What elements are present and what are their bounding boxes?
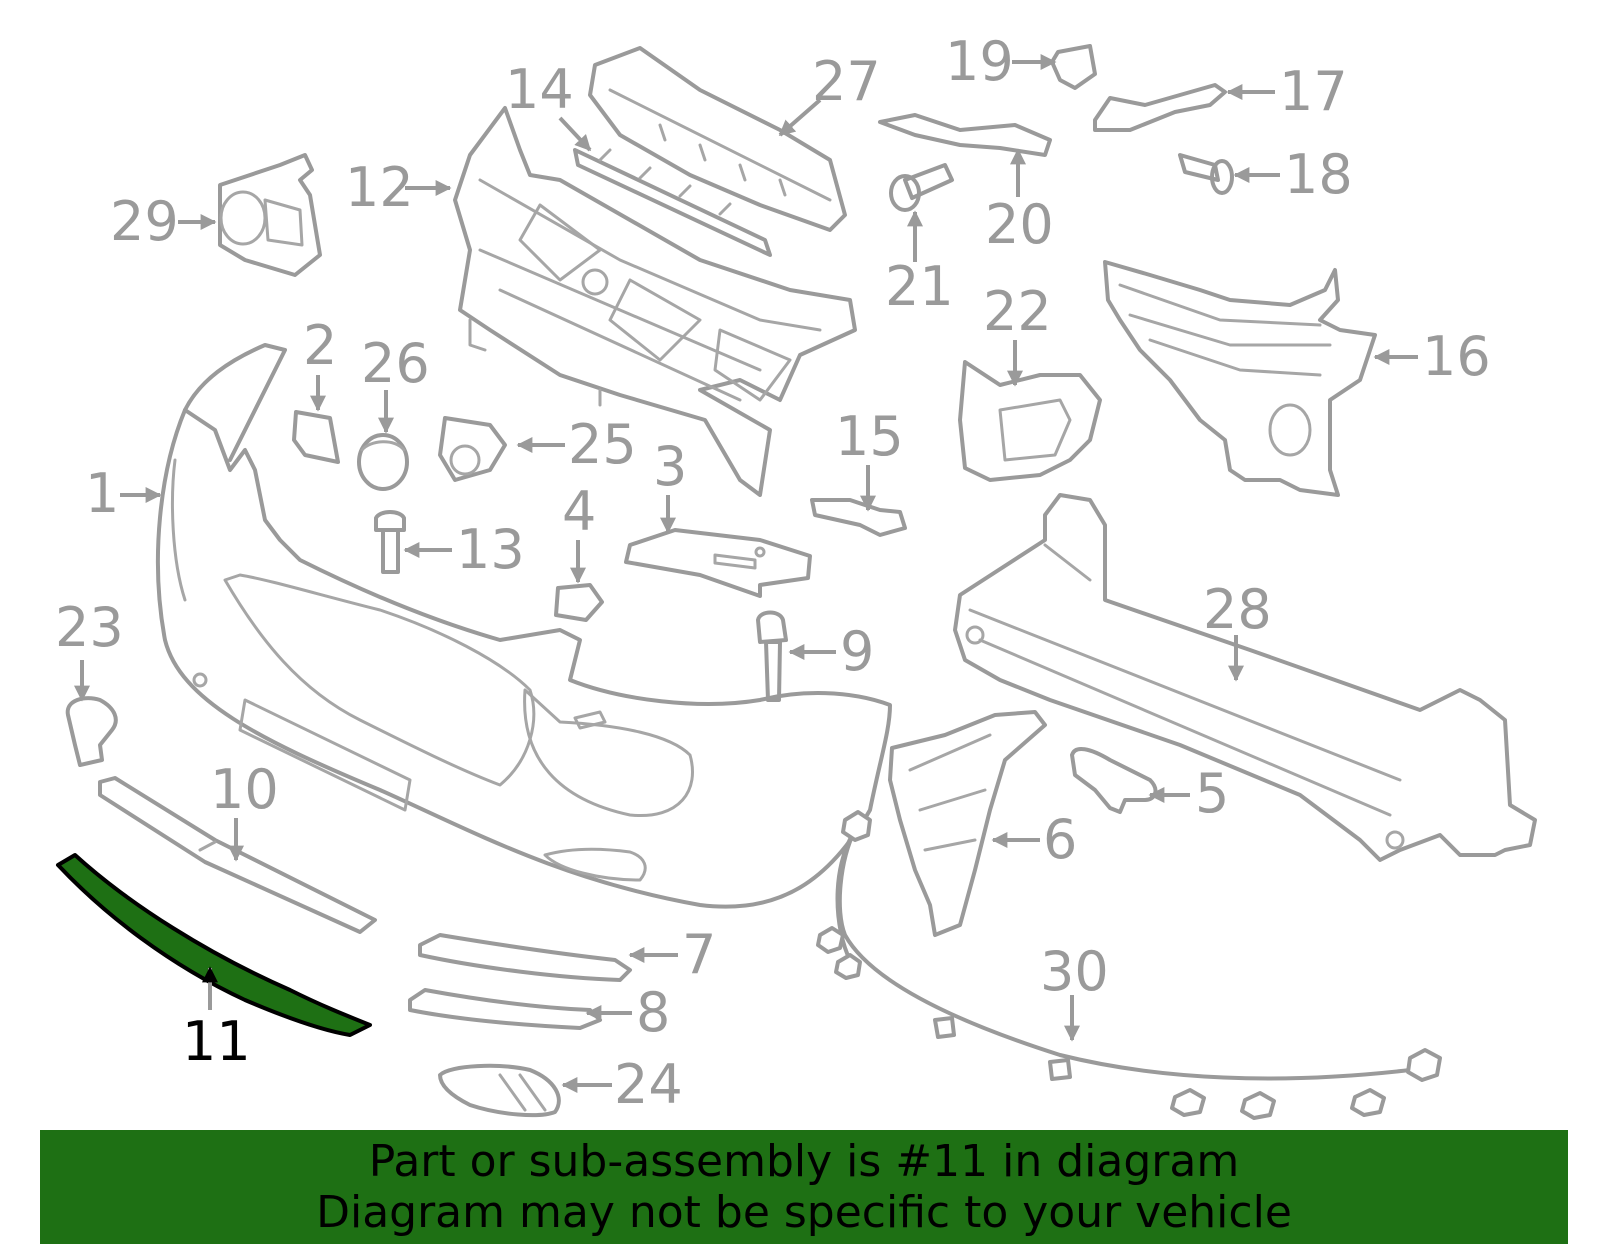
part-20-bracket [878, 113, 1052, 157]
callout-25: 25 [568, 413, 637, 476]
part-22-trim [958, 360, 1102, 482]
part-28-reinforcement [953, 493, 1537, 862]
part-23-cover [65, 696, 118, 767]
callout-23: 23 [55, 596, 124, 659]
part-3-bracket [624, 528, 812, 598]
callout-18: 18 [1284, 143, 1353, 206]
callout-30: 30 [1040, 940, 1109, 1003]
part-4-clip [554, 583, 604, 622]
part-1-bumper-cover [155, 343, 892, 909]
part-15-clip [810, 498, 907, 537]
callout-4: 4 [562, 480, 596, 543]
callout-7: 7 [682, 923, 716, 986]
callout-3: 3 [653, 435, 687, 498]
part-2-bracket [292, 410, 340, 464]
callout-15: 15 [835, 405, 904, 468]
part-5-cover [1070, 747, 1158, 814]
banner-line-2: Diagram may not be specific to your vehi… [316, 1187, 1292, 1238]
part-30-wiring-harness [816, 810, 1442, 1120]
banner-line-1: Part or sub-assembly is #11 in diagram [368, 1136, 1240, 1187]
part-14-strip [573, 148, 772, 257]
part-25-sensor [438, 416, 507, 482]
callout-16: 16 [1422, 325, 1491, 388]
callout-28: 28 [1203, 578, 1272, 641]
callout-21: 21 [885, 255, 954, 318]
callout-27: 27 [812, 50, 881, 113]
part-19-clip [1050, 44, 1097, 90]
part-6-bracket [888, 710, 1047, 937]
part-16-grille [1103, 260, 1377, 497]
callout-19: 19 [945, 30, 1014, 93]
callout-13: 13 [456, 518, 525, 581]
callout-26: 26 [361, 332, 430, 395]
callout-22: 22 [983, 280, 1052, 343]
part-26-cap [357, 433, 409, 491]
part-18-screw [1178, 153, 1234, 195]
callout-1: 1 [85, 462, 119, 525]
part-9-pin [756, 610, 788, 702]
part-7-trim [418, 933, 632, 982]
callout-10: 10 [210, 758, 279, 821]
part-24-fog-trim [438, 1063, 561, 1118]
callout-17: 17 [1279, 60, 1348, 123]
callout-20: 20 [985, 193, 1054, 256]
notice-banner: Part or sub-assembly is #11 in diagram D… [40, 1130, 1568, 1244]
part-29-sensor-bracket [218, 153, 322, 277]
callout-6: 6 [1043, 808, 1077, 871]
part-21-screw [889, 163, 954, 212]
callout-9: 9 [840, 620, 874, 683]
part-13-bolt [374, 510, 406, 574]
callout-24: 24 [614, 1053, 683, 1116]
callout-14: 14 [505, 58, 574, 121]
part-12-grille-carrier [453, 106, 857, 497]
callout-29: 29 [110, 190, 179, 253]
part-27-shroud [588, 46, 847, 232]
leader-lines [74, 54, 1418, 1093]
part-8-trim [408, 988, 602, 1030]
part-11-highlighted [56, 853, 372, 1037]
callout-labels: 1 2 3 4 5 6 7 8 9 10 11 12 13 14 15 16 1… [55, 30, 1491, 1116]
callout-12: 12 [345, 156, 414, 219]
callout-8: 8 [636, 981, 670, 1044]
callout-2: 2 [303, 314, 337, 377]
part-10-strip [98, 776, 377, 934]
part-17-bracket [1093, 83, 1227, 132]
callout-5: 5 [1195, 762, 1229, 825]
callout-11: 11 [182, 1010, 251, 1073]
